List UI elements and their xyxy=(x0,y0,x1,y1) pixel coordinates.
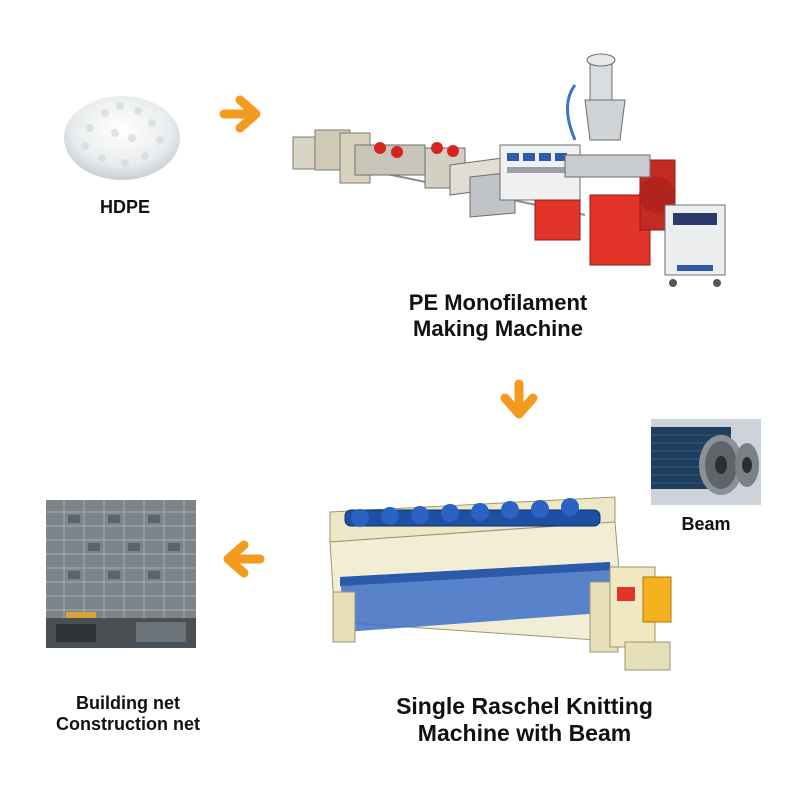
monofilament-label-line1: PE Monofilament xyxy=(408,290,588,315)
building-net-icon xyxy=(46,500,196,648)
extrusion-line-icon xyxy=(292,53,726,287)
arrow-down-1 xyxy=(497,378,541,424)
hdpe-pellets-icon xyxy=(64,96,180,180)
arrow-down-icon xyxy=(500,379,538,419)
building-net-node xyxy=(46,500,196,648)
beam-node xyxy=(651,419,761,505)
building-net-label-line1: Building net xyxy=(76,693,180,713)
arrow-right-1 xyxy=(218,93,266,135)
monofilament-label-line2: Making Machine xyxy=(413,316,583,341)
beam-spool-icon xyxy=(651,419,761,505)
arrow-left-icon xyxy=(223,540,265,578)
monofilament-machine-label: PE Monofilament Making Machine xyxy=(388,290,608,342)
raschel-label-line1: Single Raschel Knitting xyxy=(396,693,653,719)
raschel-machine-icon xyxy=(329,496,672,671)
arrow-left-1 xyxy=(218,538,266,580)
hdpe-label: HDPE xyxy=(99,197,150,217)
hdpe-node xyxy=(60,78,190,188)
raschel-machine-label: Single Raschel Knitting Machine with Bea… xyxy=(382,693,667,747)
beam-label: Beam xyxy=(681,514,731,534)
building-net-label-line2: Construction net xyxy=(56,714,200,734)
raschel-machine-node xyxy=(325,482,685,682)
raschel-label-line2: Machine with Beam xyxy=(417,720,632,746)
building-net-label: Building net Construction net xyxy=(38,693,218,735)
arrow-right-icon xyxy=(219,95,261,133)
monofilament-machine-node xyxy=(285,45,745,290)
